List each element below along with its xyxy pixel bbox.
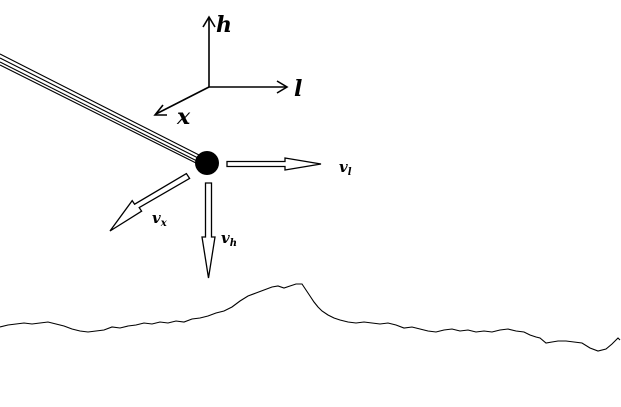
x-axis-label: x bbox=[176, 104, 191, 130]
vl-label-sub: l bbox=[348, 167, 352, 178]
terrain-profile bbox=[0, 283, 621, 352]
vx-arrow bbox=[109, 172, 191, 232]
vl-arrow bbox=[226, 157, 322, 171]
x-axis-arrowhead bbox=[153, 104, 167, 116]
vh-arrow bbox=[201, 182, 216, 279]
h-axis-arrowhead bbox=[202, 15, 216, 28]
l-axis-arrowhead bbox=[276, 80, 289, 94]
vx-label-main: v bbox=[152, 209, 161, 227]
vh-label-sub: h bbox=[230, 238, 237, 249]
vl-label-main: v bbox=[339, 158, 348, 176]
vh-label: vh bbox=[221, 229, 237, 249]
particle bbox=[195, 151, 219, 175]
l-axis-label: l bbox=[294, 76, 302, 102]
coordinate-axes bbox=[153, 15, 289, 116]
vl-label: vl bbox=[339, 158, 352, 178]
h-axis-label: h bbox=[216, 12, 232, 38]
tether-lines bbox=[0, 53, 202, 165]
vh-label-main: v bbox=[221, 229, 230, 247]
vx-label: vx bbox=[152, 209, 168, 229]
vx-label-sub: x bbox=[160, 218, 168, 229]
x-axis bbox=[155, 86, 210, 115]
